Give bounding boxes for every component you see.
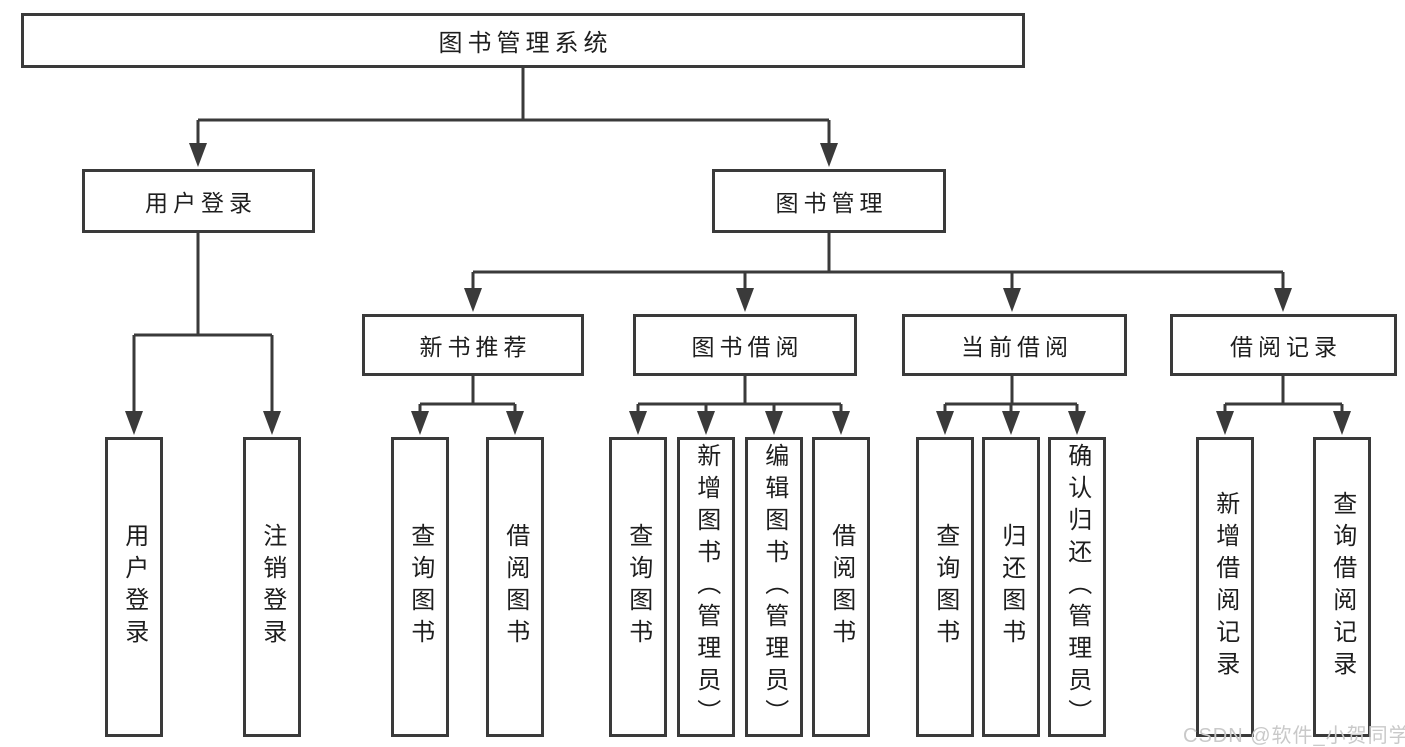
node-book-management: 图书管理 (712, 169, 946, 233)
node-new-book-recommend-label: 新书推荐 (419, 334, 532, 360)
leaf-borrow-book-1-label: 借阅图书 (501, 523, 529, 651)
leaf-query-book-3-label: 查询图书 (931, 523, 959, 651)
leaf-return-book-label: 归还图书 (997, 523, 1025, 651)
leaf-query-book-1: 查询图书 (391, 437, 449, 737)
node-borrow-record: 借阅记录 (1170, 314, 1397, 376)
node-book-borrow-label: 图书借阅 (691, 334, 804, 360)
leaf-add-borrow-record: 新增借阅记录 (1196, 437, 1254, 737)
leaf-confirm-return-admin: 确认归还（管理员） (1048, 437, 1106, 737)
node-current-borrow-label: 当前借阅 (961, 334, 1073, 360)
leaf-query-book-2-label: 查询图书 (624, 523, 652, 651)
leaf-edit-book-admin: 编辑图书（管理员） (745, 437, 803, 737)
leaf-borrow-book-2: 借阅图书 (812, 437, 870, 737)
leaf-query-borrow-record-label: 查询借阅记录 (1328, 491, 1356, 683)
leaf-confirm-return-admin-label: 确认归还（管理员） (1063, 443, 1091, 731)
leaf-edit-book-admin-label: 编辑图书（管理员） (760, 443, 788, 731)
node-book-management-label: 图书管理 (775, 190, 888, 216)
leaf-logout: 注销登录 (243, 437, 301, 737)
leaf-query-book-2: 查询图书 (609, 437, 667, 737)
leaf-logout-label: 注销登录 (258, 523, 286, 651)
leaf-add-book-admin-label: 新增图书（管理员） (692, 443, 720, 731)
node-root-label: 图书管理系统 (438, 30, 613, 57)
node-borrow-record-label: 借阅记录 (1230, 334, 1342, 360)
leaf-query-borrow-record: 查询借阅记录 (1313, 437, 1371, 737)
leaf-add-borrow-record-label: 新增借阅记录 (1211, 491, 1239, 683)
node-current-borrow: 当前借阅 (902, 314, 1127, 376)
leaf-borrow-book-1: 借阅图书 (486, 437, 544, 737)
leaf-user-login: 用户登录 (105, 437, 163, 737)
arrowhead-icons (125, 143, 1351, 435)
node-root: 图书管理系统 (21, 13, 1025, 68)
leaf-user-login-label: 用户登录 (120, 523, 148, 651)
leaf-query-book-1-label: 查询图书 (406, 523, 434, 651)
leaf-borrow-book-2-label: 借阅图书 (827, 523, 855, 651)
node-new-book-recommend: 新书推荐 (362, 314, 584, 376)
leaf-query-book-3: 查询图书 (916, 437, 974, 737)
leaf-return-book: 归还图书 (982, 437, 1040, 737)
node-user-login-label: 用户登录 (145, 190, 257, 216)
leaf-add-book-admin: 新增图书（管理员） (677, 437, 735, 737)
node-user-login: 用户登录 (82, 169, 315, 233)
node-book-borrow: 图书借阅 (633, 314, 857, 376)
csdn-watermark: CSDN @软件_小贺同学 (1183, 725, 1405, 747)
